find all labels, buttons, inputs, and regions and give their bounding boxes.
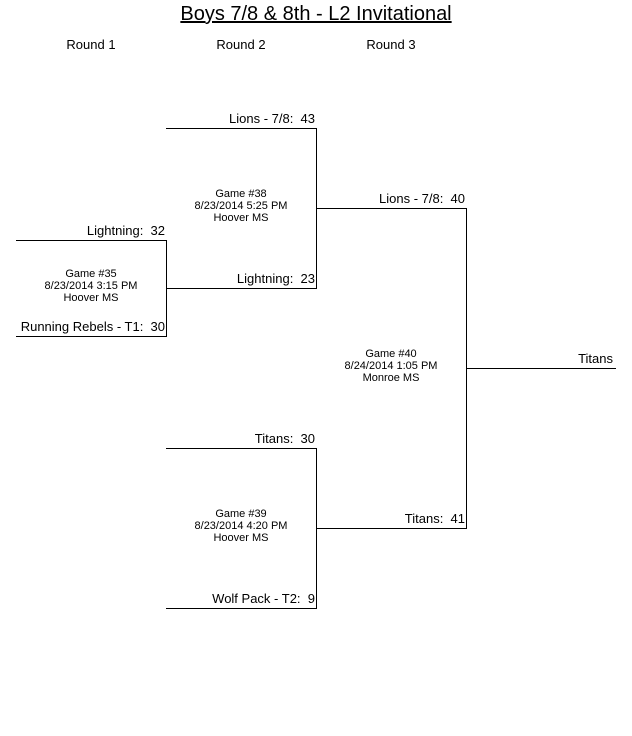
bracket-title: Boys 7/8 & 8th - L2 Invitational — [180, 3, 452, 25]
bracket-line — [316, 528, 466, 529]
game-datetime: 8/23/2014 5:25 PM — [194, 200, 288, 212]
round-1-header: Round 1 — [66, 37, 116, 52]
game-38-info: Game #38 8/23/2014 5:25 PM Hoover MS — [166, 188, 316, 224]
bracket-line — [466, 368, 616, 369]
game-datetime: 8/24/2014 1:05 PM — [344, 360, 438, 372]
team-r3-bottom: Titans: 41 — [404, 511, 465, 526]
round-2-header: Round 2 — [216, 37, 266, 52]
game-location: Hoover MS — [213, 212, 269, 224]
team-r2-g38-top: Lions - 7/8: 43 — [229, 111, 315, 126]
game-35-info: Game #35 8/23/2014 3:15 PM Hoover MS — [16, 268, 166, 304]
team-r2-g38-bottom: Lightning: 23 — [236, 271, 315, 286]
game-location: Hoover MS — [63, 292, 119, 304]
bracket-line — [166, 128, 316, 129]
game-name: Game #40 — [365, 348, 417, 360]
team-r2-g39-top: Titans: 30 — [254, 431, 315, 446]
round-3-header: Round 3 — [366, 37, 416, 52]
team-r3-top: Lions - 7/8: 40 — [379, 191, 465, 206]
game-name: Game #35 — [65, 268, 117, 280]
bracket-line — [316, 208, 466, 209]
game-name: Game #39 — [215, 508, 267, 520]
team-r2-g39-bottom: Wolf Pack - T2: 9 — [212, 591, 315, 606]
game-datetime: 8/23/2014 3:15 PM — [44, 280, 138, 292]
game-location: Hoover MS — [213, 532, 269, 544]
team-r1-top: Lightning: 32 — [86, 223, 165, 238]
game-datetime: 8/23/2014 4:20 PM — [194, 520, 288, 532]
bracket-line — [166, 448, 316, 449]
bracket-line — [16, 336, 166, 337]
game-name: Game #38 — [215, 188, 267, 200]
champion-label: Titans — [578, 351, 613, 366]
game-40-info: Game #40 8/24/2014 1:05 PM Monroe MS — [316, 348, 466, 384]
game-39-info: Game #39 8/23/2014 4:20 PM Hoover MS — [166, 508, 316, 544]
bracket-line — [166, 288, 316, 289]
bracket-line — [16, 240, 166, 241]
game-location: Monroe MS — [362, 372, 420, 384]
team-r1-bottom: Running Rebels - T1: 30 — [20, 319, 165, 334]
bracket-line — [166, 608, 316, 609]
